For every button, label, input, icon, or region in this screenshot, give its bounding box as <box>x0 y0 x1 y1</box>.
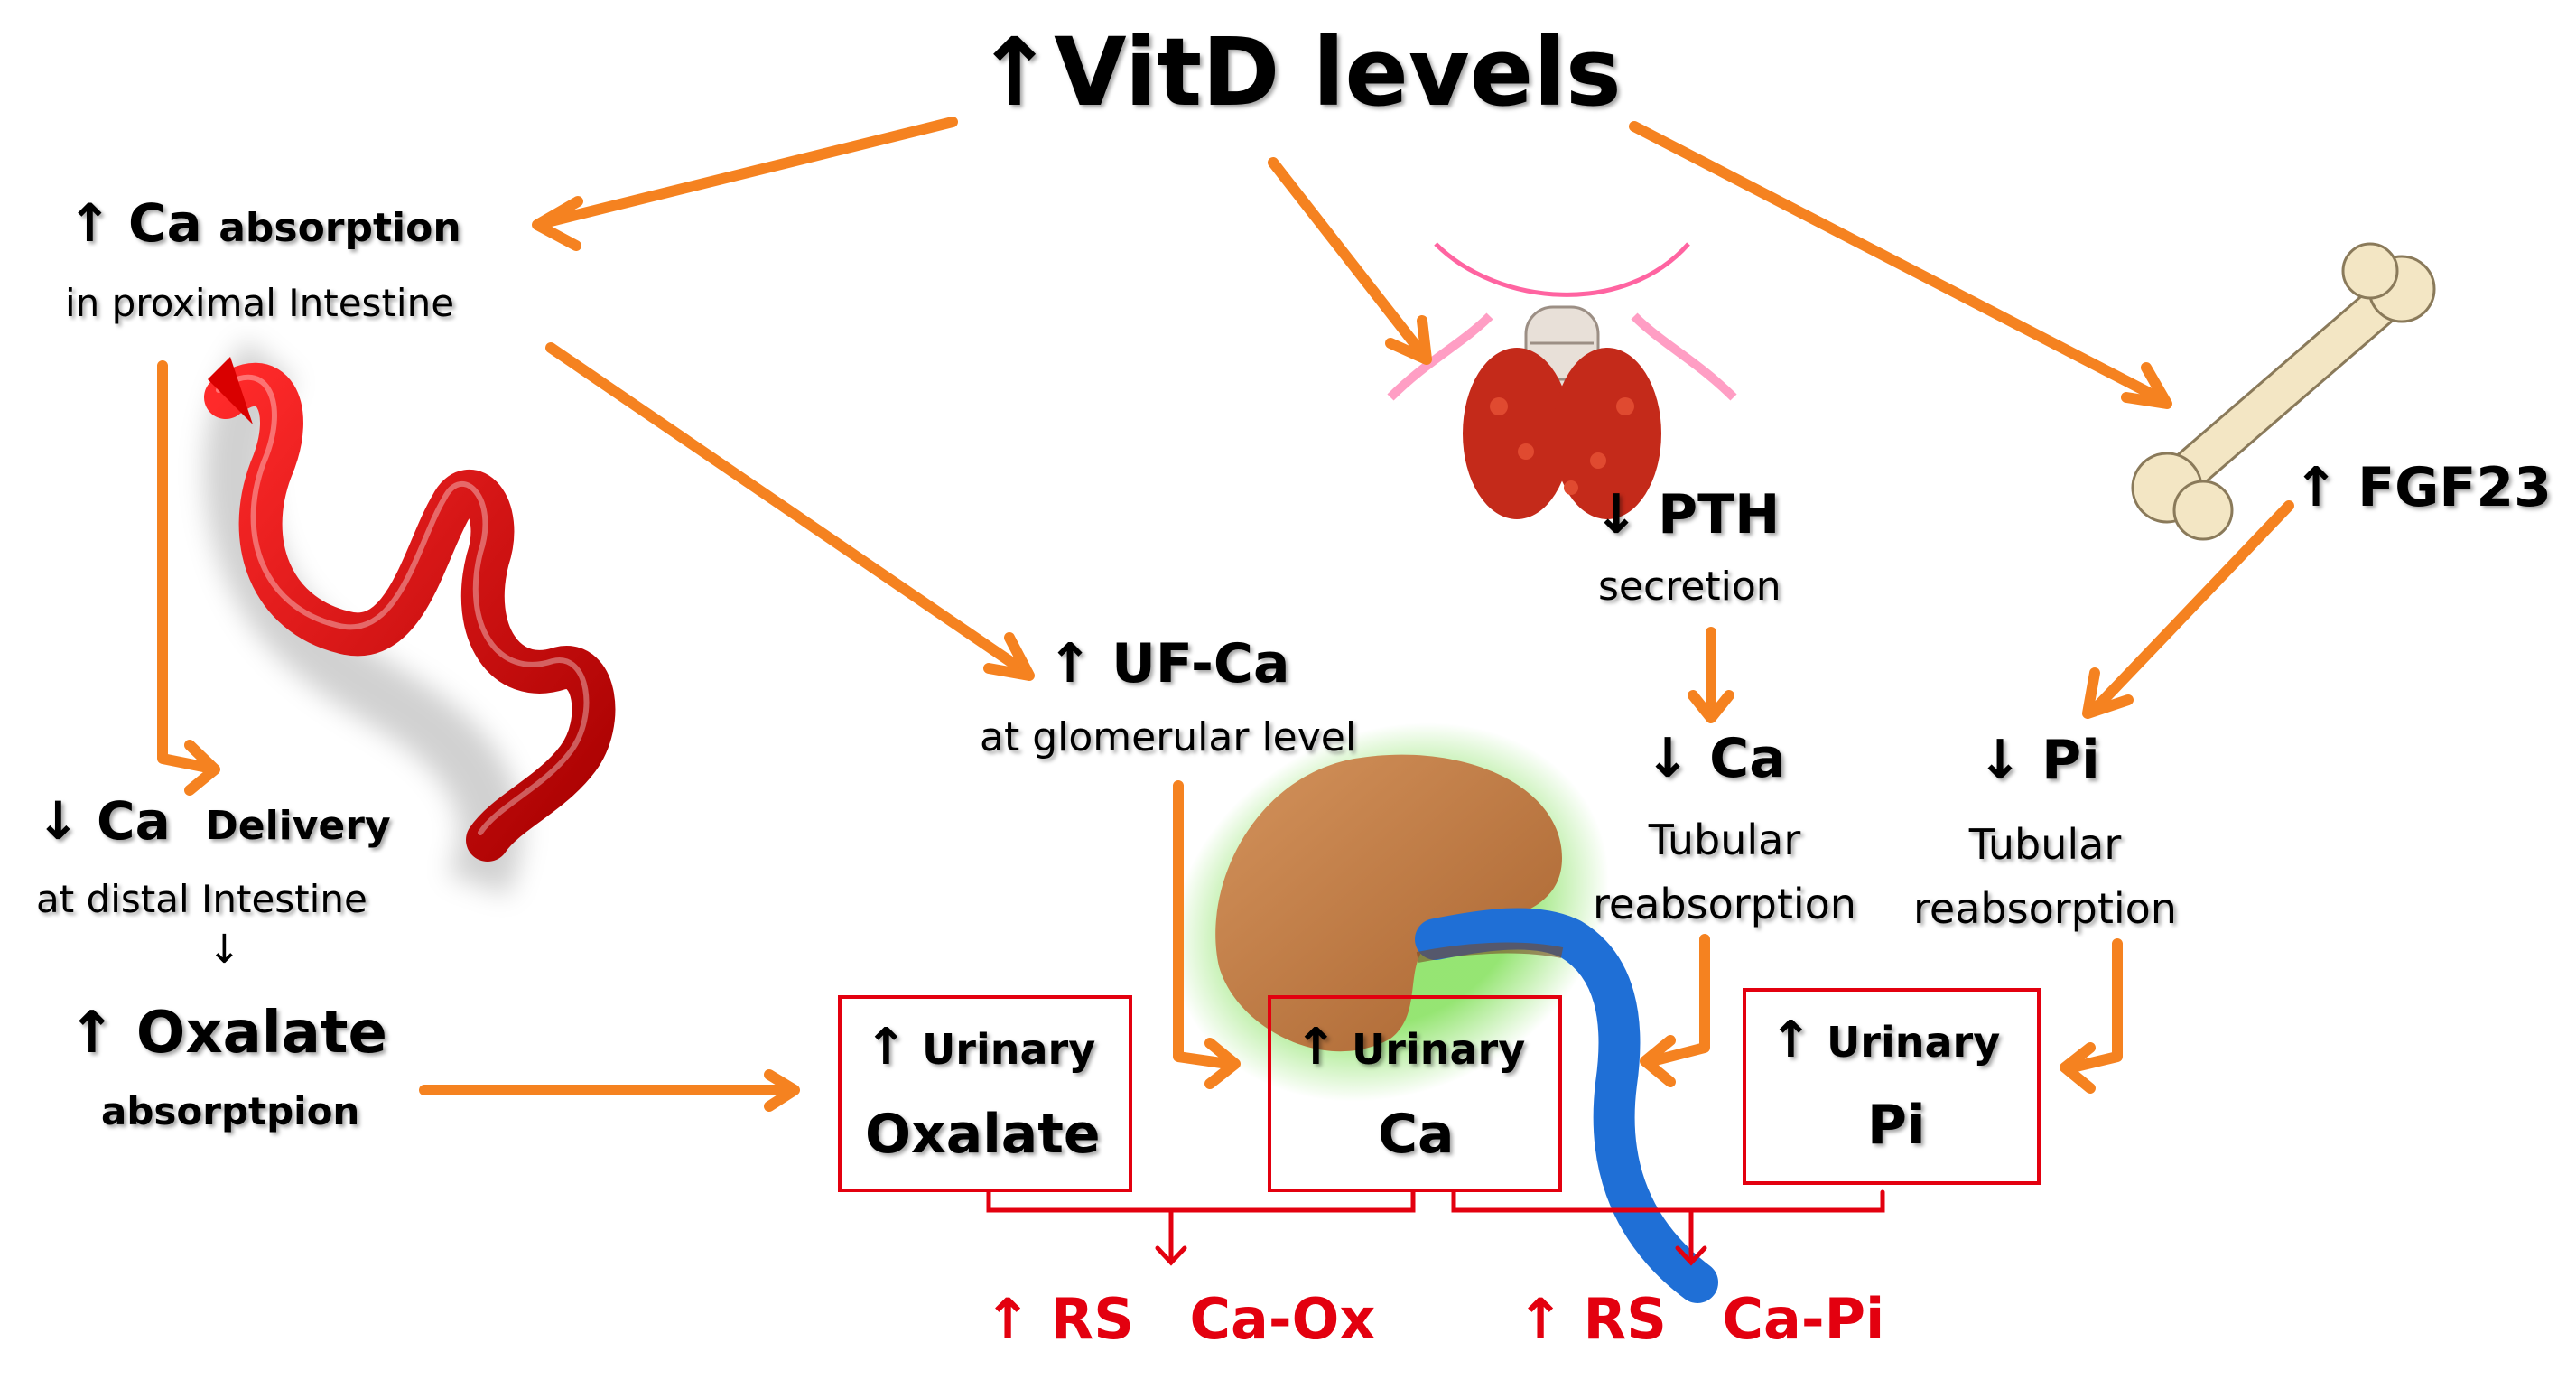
pth-node: ↓ PTH <box>1594 488 1780 542</box>
arrowhead <box>983 632 1035 681</box>
urinary-label-row: ↑ Urinary <box>1770 1015 2000 1066</box>
up-arrow-icon: ↑ <box>1770 1011 1812 1069</box>
down-arrow-icon: ↓ <box>1977 729 2023 792</box>
ca-ox-label: Ca-Ox <box>1189 1286 1376 1352</box>
arrow-ca-tubular-to-urinary <box>1647 934 1710 1067</box>
arrow-vitd-to-ca-absorption <box>545 117 958 227</box>
arrow-vitd-to-pth <box>1268 157 1423 353</box>
red-connectors <box>986 1189 1885 1266</box>
thyroid-illustration <box>1387 242 1737 519</box>
urinary-ca-box: ↑ Urinary Ca <box>1268 995 1562 1192</box>
absorption-label: absorption <box>219 205 461 251</box>
uf-ca-sub: at glomerular level <box>980 714 1357 760</box>
ca-delivery-node: ↓ Ca Delivery <box>36 795 391 847</box>
uf-ca-label: UF-Ca <box>1111 632 1290 695</box>
urinary-ca-value: Ca <box>1378 1103 1455 1166</box>
tubular-label: Tubular <box>1648 816 1801 864</box>
oxalate-label: Oxalate <box>135 1000 387 1067</box>
delivery-label: Delivery <box>205 803 391 849</box>
ca-tubular-node: ↓ Ca <box>1645 732 1786 786</box>
ca-pi-label: Ca-Pi <box>1722 1286 1885 1352</box>
title-vitd-levels: ↑VitD levels <box>975 25 1622 119</box>
up-arrow-icon: ↑ <box>68 192 112 254</box>
up-arrow-icon: ↑ <box>1047 632 1093 695</box>
arrow-ca-absorption-to-delivery <box>157 360 213 773</box>
arrowhead <box>1640 1035 1676 1087</box>
kidney-illustration <box>1172 722 1718 1303</box>
ca-label: Ca <box>128 192 202 254</box>
arrowhead <box>184 740 220 796</box>
reabsorption-label: reabsorption <box>1913 884 2177 934</box>
urinary-label: Urinary <box>1351 1025 1526 1074</box>
urinary-label-row: ↑ Urinary <box>1295 1022 1525 1073</box>
arrow-pi-tubular-to-urinary <box>2067 938 2123 1073</box>
ca-label: Ca <box>1709 727 1786 790</box>
arrow-fgf23-to-pi-tubular <box>2094 500 2294 710</box>
rs-label: RS <box>1050 1286 1134 1352</box>
fgf23-node: ↑ FGF23 <box>2293 461 2552 515</box>
urinary-label: Urinary <box>1826 1018 2001 1067</box>
arrowhead <box>764 1069 800 1112</box>
rs-ca-ox-result: ↑ RS Ca-Ox <box>984 1291 1375 1347</box>
uf-ca-node: ↑ UF-Ca <box>1047 637 1289 691</box>
urinary-oxalate-box: ↑ Urinary Oxalate <box>838 995 1132 1192</box>
ca-label: Ca <box>97 790 171 852</box>
urinary-label: Urinary <box>921 1025 1096 1074</box>
up-arrow-icon: ↑ <box>975 17 1055 127</box>
up-arrow-icon: ↑ <box>1295 1018 1337 1077</box>
pi-label: Pi <box>2041 729 2100 792</box>
arrow-vitd-to-bone <box>1629 121 2163 403</box>
arrowhead <box>532 196 583 251</box>
arrows <box>157 117 2294 1112</box>
arrowhead <box>2121 362 2172 409</box>
urinary-label-row: ↑ Urinary <box>865 1022 1095 1073</box>
urinary-pi-value: Pi <box>1867 1094 1926 1157</box>
reabsorption-label: reabsorption <box>1593 880 1856 929</box>
pth-label: PTH <box>1658 483 1781 546</box>
urinary-oxalate-value: Oxalate <box>865 1103 1101 1166</box>
arrowhead <box>2060 1042 2096 1094</box>
oxalate-absorption-node: ↑ Oxalate <box>68 1004 387 1062</box>
tubular-label: Tubular <box>1968 820 2122 869</box>
arrow-ca-absorption-to-ufca <box>545 342 1026 674</box>
urinary-pi-box: ↑ Urinary Pi <box>1743 988 2041 1185</box>
up-arrow-icon: ↑ <box>865 1018 907 1077</box>
rs-label: RS <box>1583 1286 1667 1352</box>
fgf23-label: FGF23 <box>2357 456 2552 519</box>
up-arrow-icon: ↑ <box>1517 1286 1564 1352</box>
rs-ca-pi-result: ↑ RS Ca-Pi <box>1517 1291 1884 1347</box>
down-arrow-icon: ↓ <box>1645 727 1691 790</box>
up-arrow-icon: ↑ <box>984 1286 1031 1352</box>
arrowhead <box>2082 667 2134 719</box>
bone-illustration <box>2131 242 2436 541</box>
ca-tubular-sub: Tubular reabsorption <box>1580 808 1869 937</box>
pi-tubular-node: ↓ Pi <box>1977 733 2100 788</box>
arrowhead <box>1688 690 1734 723</box>
up-arrow-icon: ↑ <box>68 1000 116 1067</box>
arrow-ufca-to-urinary-ca <box>1173 780 1233 1069</box>
ca-absorption-node: ↑ Ca absorption <box>68 197 461 249</box>
intestine-illustration <box>204 340 616 896</box>
title-text: VitD levels <box>1054 17 1622 127</box>
down-arrow-icon: ↓ <box>36 790 80 852</box>
down-arrow-icon: ↓ <box>1594 483 1640 546</box>
arrowhead <box>1204 1038 1241 1089</box>
up-arrow-icon: ↑ <box>2293 456 2339 519</box>
pi-tubular-sub: Tubular reabsorption <box>1901 813 2190 942</box>
down-arrow-icon: ↓ <box>208 927 241 973</box>
ca-delivery-sub: at distal Intestine <box>36 877 367 921</box>
oxalate-absorption-sub: absorptpion <box>101 1089 360 1133</box>
arrowhead <box>1385 315 1432 365</box>
pth-sub: secretion <box>1598 564 1781 610</box>
ca-absorption-sub: in proximal Intestine <box>65 281 455 325</box>
